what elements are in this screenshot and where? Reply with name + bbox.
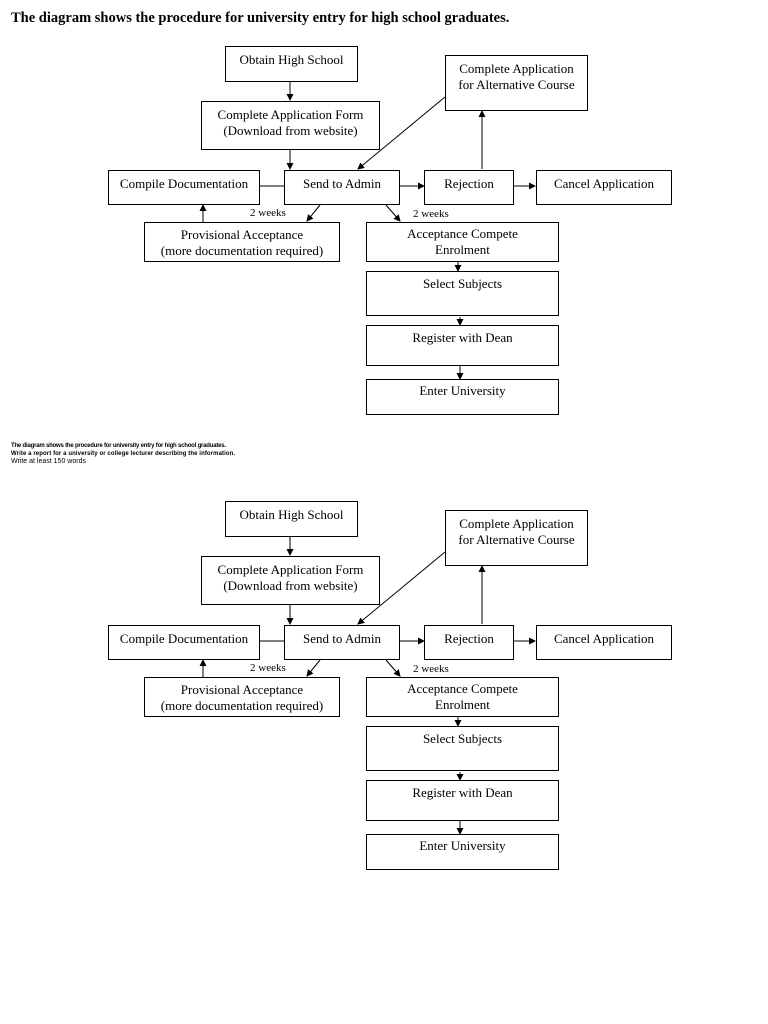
flowchart-bottom: Obtain High School Complete Application … [0,455,768,870]
select-subjects-box: Select Subjects [366,726,559,771]
two-weeks-label-right: 2 weeks [413,208,449,220]
two-weeks-label-left: 2 weeks [250,662,286,674]
two-weeks-label-left: 2 weeks [250,207,286,219]
enter-university-box: Enter University [366,379,559,415]
task-line-2: Write a report for a university or colle… [11,451,236,457]
flowchart-connectors [199,537,536,835]
compile-documentation-box: Compile Documentation [108,170,260,205]
obtain-high-school-box: Obtain High School [225,501,358,537]
obtain-high-school-box: Obtain High School [225,46,358,82]
enter-university-box: Enter University [366,834,559,870]
two-weeks-label-right: 2 weeks [413,663,449,675]
rejection-box: Rejection [424,170,514,205]
send-to-admin-box: Send to Admin [284,625,400,660]
rejection-box: Rejection [424,625,514,660]
provisional-acceptance-box: Provisional Acceptance(more documentatio… [144,677,340,717]
task-instructions: The diagram shows the procedure for univ… [11,442,235,466]
cancel-application-box: Cancel Application [536,170,672,205]
task-line-1: The diagram shows the procedure for univ… [11,443,226,449]
compile-documentation-box: Compile Documentation [108,625,260,660]
cancel-application-box: Cancel Application [536,625,672,660]
register-with-dean-box: Register with Dean [366,780,559,821]
task-line-3: Write at least 150 words [11,458,86,465]
flowchart-top: Obtain High School Complete Application … [0,0,768,415]
flowchart-connectors [199,82,536,380]
provisional-acceptance-box: Provisional Acceptance(more documentatio… [144,222,340,262]
register-with-dean-box: Register with Dean [366,325,559,366]
send-to-admin-box: Send to Admin [284,170,400,205]
page-title: The diagram shows the procedure for univ… [11,10,510,26]
complete-application-form-box: Complete Application Form(Download from … [201,556,380,605]
select-subjects-box: Select Subjects [366,271,559,316]
complete-application-form-box: Complete Application Form(Download from … [201,101,380,150]
